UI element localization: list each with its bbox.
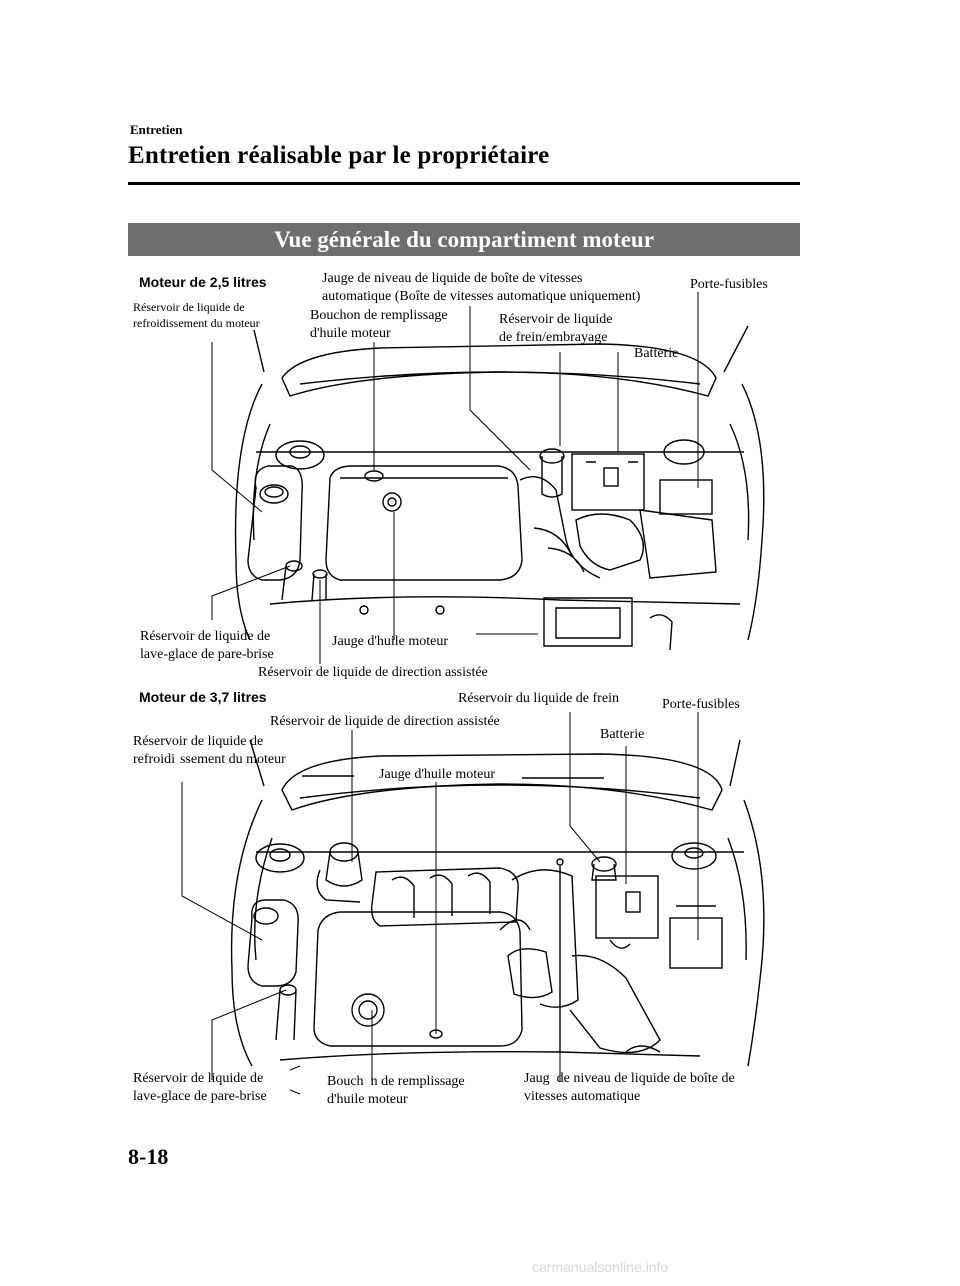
label-battery: Batterie [600, 727, 645, 742]
page-number: 8-18 [128, 1144, 169, 1169]
label-atf-dipstick-line1: Jaug de niveau de liquide de boîte de [524, 1070, 735, 1087]
section-banner: Vue générale du compartiment moteur [128, 223, 800, 256]
label-oil-dipstick: Jauge d'huile moteur [332, 634, 449, 649]
heading-2-5l: Moteur de 2,5 litres [139, 274, 267, 290]
watermark: carmanualsonline.info [532, 1259, 669, 1275]
label-brake-reservoir: Réservoir du liquide de frein [458, 691, 619, 706]
label-oil-filler-cap-line1-part2: n de remplissage [370, 1074, 465, 1089]
label-coolant-reservoir-line2: refroidissement du moteur [133, 316, 260, 330]
leader-lines-2-5l [211, 292, 699, 664]
label-coolant-reservoir-line1: Réservoir de liquide de [133, 734, 264, 749]
label-atf-dipstick-line1-part1: Jaug [524, 1071, 550, 1086]
label-battery: Batterie [634, 346, 679, 361]
label-fuse-box: Porte-fusibles [690, 277, 768, 292]
label-oil-filler-cap-line2: d'huile moteur [310, 326, 391, 341]
label-oil-filler-cap-line1: Bouchon de remplissage [310, 308, 448, 323]
engine-diagram-2-5l [211, 292, 765, 664]
label-oil-filler-cap-line1: Bouch n de remplissage [327, 1073, 465, 1090]
label-brake-reservoir-line2: de frein/embrayage [499, 330, 608, 345]
label-coolant-reservoir-line2-part1: refroidi [133, 752, 175, 767]
label-oil-dipstick: Jauge d'huile moteur [379, 767, 496, 782]
label-washer-reservoir-line1: Réservoir de liquide de [133, 1071, 264, 1086]
label-coolant-reservoir-line2: refroidi ssement du moteur [133, 751, 286, 768]
label-oil-filler-cap-line1-part1: Bouch [327, 1074, 364, 1089]
engine-diagram-3-7l [181, 712, 765, 1095]
label-washer-reservoir-line1: Réservoir de liquide de [140, 629, 271, 644]
label-atf-dipstick-line2: vitesses automatique [524, 1089, 641, 1104]
title-rule [128, 182, 800, 185]
label-power-steering-reservoir: Réservoir de liquide de direction assist… [258, 665, 488, 680]
label-coolant-reservoir-line1: Réservoir de liquide de [133, 300, 245, 314]
label-atf-dipstick-line1: Jauge de niveau de liquide de boîte de v… [322, 271, 583, 286]
label-atf-dipstick-line2: automatique (Boîte de vitesses automatiq… [322, 289, 641, 304]
label-washer-reservoir-line2: lave-glace de pare-brise [140, 647, 274, 662]
leader-lines-3-7l [181, 712, 699, 1095]
label-oil-filler-cap-line2: d'huile moteur [327, 1092, 408, 1107]
label-atf-dipstick-line1-part2: de niveau de liquide de boîte de [556, 1071, 735, 1086]
heading-3-7l: Moteur de 3,7 litres [139, 689, 267, 705]
label-washer-reservoir-line2: lave-glace de pare-brise [133, 1089, 267, 1104]
label-brake-reservoir-line1: Réservoir de liquide [499, 312, 613, 327]
label-coolant-reservoir-line2-part2: ssement du moteur [179, 752, 286, 767]
page-title: Entretien réalisable par le propriétaire [128, 142, 550, 169]
label-fuse-box: Porte-fusibles [662, 697, 740, 712]
label-power-steering-reservoir: Réservoir de liquide de direction assist… [270, 714, 500, 729]
section-label: Entretien [130, 122, 183, 137]
